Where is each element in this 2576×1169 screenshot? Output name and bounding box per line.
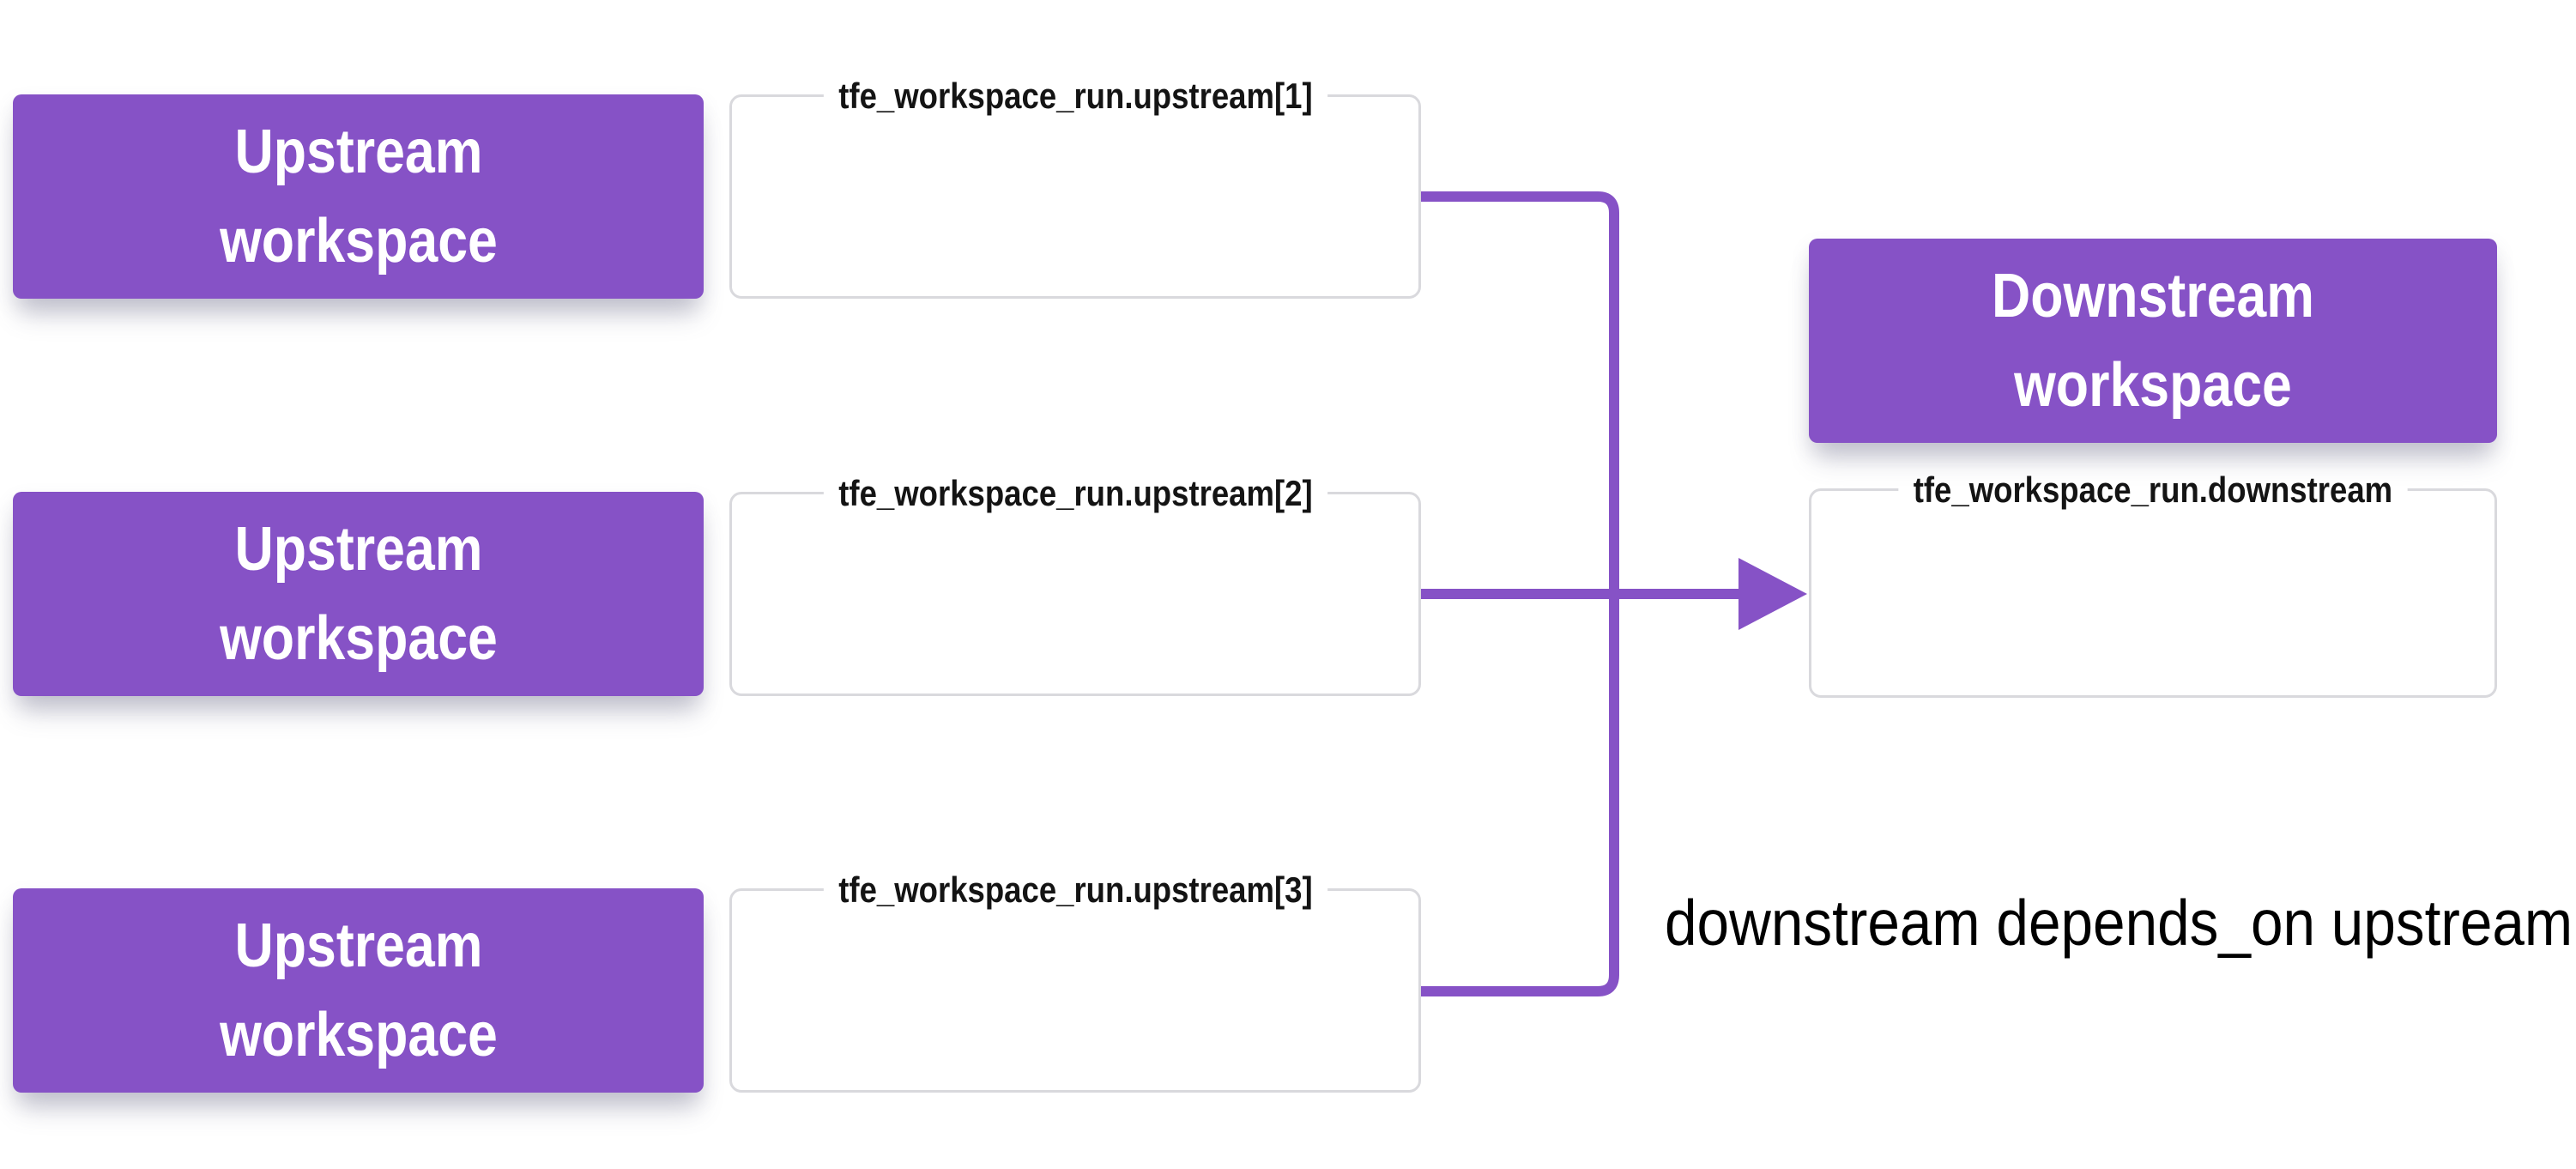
upstream-run-legend: tfe_workspace_run.upstream[3] <box>732 862 1418 918</box>
upstream-run-label-3: tfe_workspace_run.upstream[3] <box>838 869 1313 910</box>
downstream-run-box: tfe_workspace_run.downstream <box>1809 464 2497 698</box>
legend-chip: tfe_workspace_run.downstream <box>1898 464 2408 516</box>
upstream-run-legend: tfe_workspace_run.upstream[1] <box>732 68 1418 124</box>
upstream-run-legend: tfe_workspace_run.upstream[2] <box>732 465 1418 522</box>
downstream-workspace-node: Downstream workspace <box>1809 239 2497 443</box>
upstream-run-box-1: tfe_workspace_run.upstream[1] <box>729 70 1421 299</box>
legend-chip: tfe_workspace_run.upstream[2] <box>823 468 1327 519</box>
upstream-workspace-label: Upstream workspace <box>219 912 498 1069</box>
arrow-head <box>1738 558 1807 630</box>
upstream-run-box-3: tfe_workspace_run.upstream[3] <box>729 864 1421 1093</box>
upstream-workspace-label: Upstream workspace <box>219 515 498 673</box>
upstream-workspace-node-1: Upstream workspace <box>13 94 704 299</box>
upstream-workspace-node-3: Upstream workspace <box>13 888 704 1093</box>
legend-chip: tfe_workspace_run.upstream[1] <box>823 70 1327 122</box>
upstream-run-label-2: tfe_workspace_run.upstream[2] <box>838 473 1313 513</box>
upstream-workspace-node-2: Upstream workspace <box>13 492 704 696</box>
upstream-workspace-label: Upstream workspace <box>219 118 498 276</box>
downstream-workspace-label: Downstream workspace <box>1992 262 2314 420</box>
upstream-run-box-2: tfe_workspace_run.upstream[2] <box>729 468 1421 696</box>
upstream-run-label-1: tfe_workspace_run.upstream[1] <box>838 76 1313 116</box>
connector-upstream-1-3-bracket <box>1421 191 1619 996</box>
caption: downstream depends_on upstream <box>1665 887 2573 959</box>
downstream-run-label: tfe_workspace_run.downstream <box>1913 469 2393 510</box>
downstream-run-legend: tfe_workspace_run.downstream <box>1811 462 2494 518</box>
legend-chip: tfe_workspace_run.upstream[3] <box>823 864 1327 916</box>
